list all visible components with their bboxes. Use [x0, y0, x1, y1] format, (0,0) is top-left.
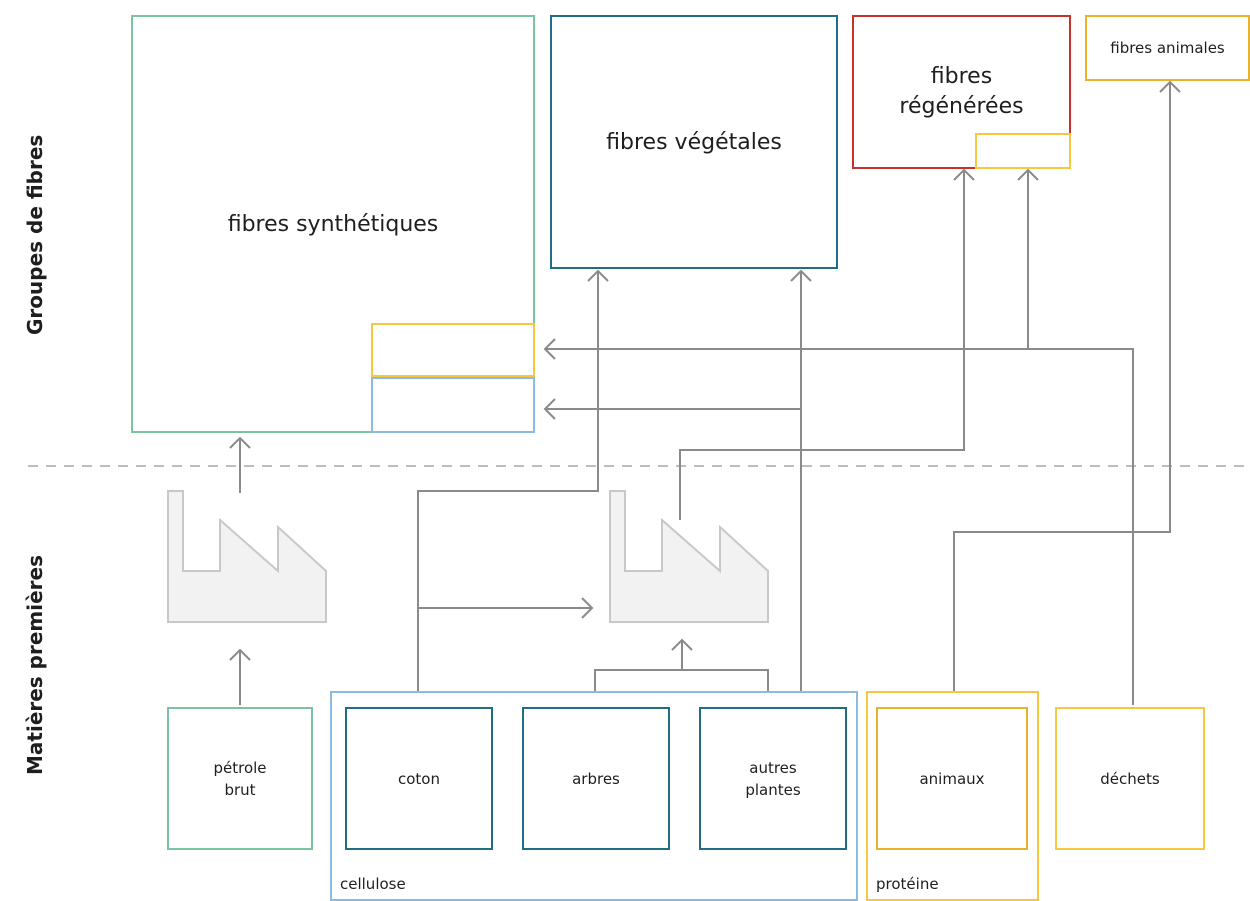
factory-icon-regenerated: [609, 490, 769, 623]
arrow-cellulose-to-factory: [594, 669, 769, 691]
autres-plantes-label: autres plantes: [745, 758, 801, 799]
protein-label: protéine: [876, 875, 939, 893]
synthetic-cellulose-sub-box: [371, 377, 535, 433]
section-label-raw: Matières premières: [23, 554, 47, 775]
petrole-box: [167, 707, 313, 850]
animal-fibres-box: [1085, 15, 1250, 81]
animaux-label: animaux: [919, 769, 985, 788]
regenerated-fibres-box: [852, 15, 1071, 169]
vegetal-fibres-box: [550, 15, 838, 269]
regenerated-waste-sub-box: [975, 133, 1071, 169]
animal-fibres-label: fibres animales: [1110, 39, 1225, 57]
vegetal-fibres-label: fibres végétales: [606, 130, 782, 155]
arbres-label: arbres: [572, 769, 620, 788]
arrow-animaux-to-animal: [953, 82, 1171, 691]
dechets-box: [1055, 707, 1205, 850]
autres-plantes-box: [699, 707, 847, 850]
arrow-coton-to-vegetal: [417, 271, 599, 691]
synthetic-regenerated-sub-box: [371, 323, 535, 377]
regenerated-fibres-label: fibres régénérées: [899, 64, 1024, 119]
animaux-box: [876, 707, 1028, 850]
section-label-groups: Groupes de fibres: [23, 134, 47, 335]
cellulose-label: cellulose: [340, 875, 406, 893]
coton-label: coton: [398, 769, 440, 788]
dechets-label: déchets: [1100, 769, 1160, 788]
factory-icon-synthetic: [167, 490, 327, 623]
petrole-label: pétrole brut: [213, 758, 267, 799]
coton-box: [345, 707, 493, 850]
synthetic-fibres-label: fibres synthétiques: [227, 212, 439, 237]
arrow-dechets: [545, 348, 1134, 705]
synthetic-fibres-box: [131, 15, 535, 433]
arrow-factory-to-regenerated: [679, 170, 965, 520]
arbres-box: [522, 707, 670, 850]
